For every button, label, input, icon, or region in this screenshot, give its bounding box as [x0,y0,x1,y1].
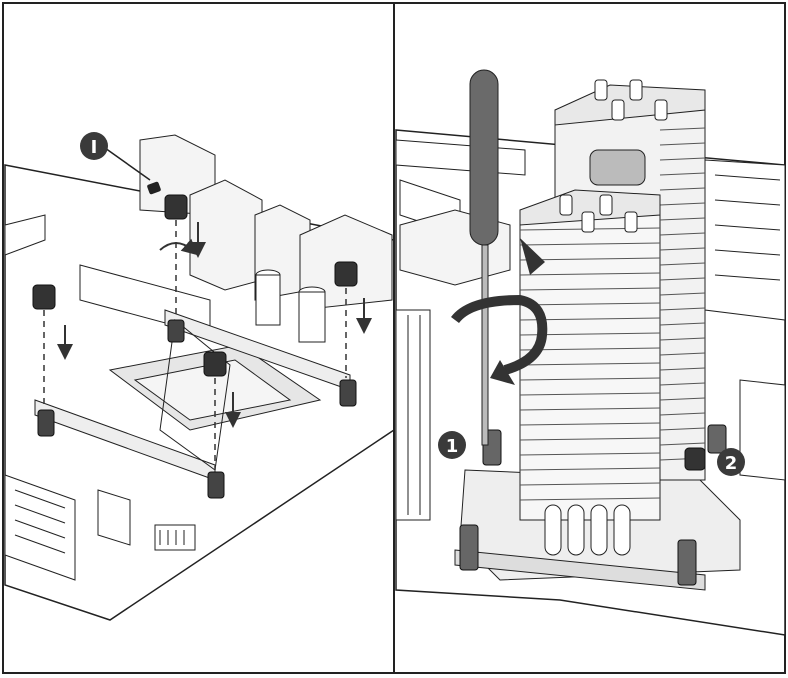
screw-icon [459,424,727,586]
alignment-lines [43,220,347,470]
pcie-slot-1 [4,474,76,581]
callout-leader [104,147,151,181]
callout-I-badge [80,132,108,160]
screw-icon [32,181,358,377]
heatsink [519,104,706,521]
curved-arrow-icon [451,238,548,385]
callout-2-badge [717,448,745,476]
right-panel: 1 2 [393,2,786,674]
standoffs [37,319,357,499]
left-panel: I [2,2,395,674]
heatpipes [544,504,631,556]
pcie-slot-2 [97,489,131,546]
down-arrow-icon [520,238,545,275]
callout-I-text: I [91,137,98,158]
edge-slot [4,214,46,256]
logo-badge [589,149,646,186]
pin-header [154,524,196,551]
screwdriver-icon [469,69,499,446]
cpu [133,359,292,421]
heatpipe-caps [559,79,668,233]
io-block-2 [189,179,263,291]
callout-1-text: 1 [446,436,459,457]
down-arrow-icon [57,222,372,428]
ram-slots [704,159,786,321]
curved-arrow-icon [159,238,199,256]
callout-2-text: 2 [725,453,738,474]
callout-1-badge [438,431,466,459]
